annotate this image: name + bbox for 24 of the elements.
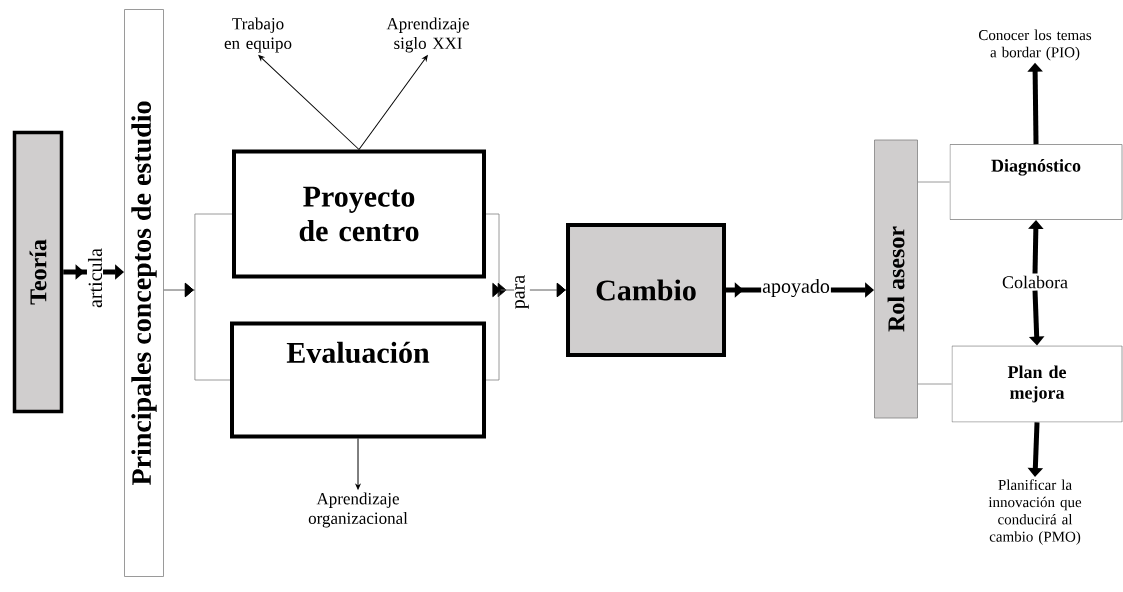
arrow <box>355 438 361 490</box>
note-text: Trabajo en equipo <box>224 17 292 53</box>
note-text: Conocer los temas a bordar (PIO) <box>978 29 1092 61</box>
arrow <box>258 55 360 150</box>
edge-label: articula <box>86 247 104 309</box>
rotated-box: Rol asesor <box>874 139 918 419</box>
process-box: Plan de mejora <box>951 345 1123 423</box>
process-box: Proyecto de centro <box>232 149 486 279</box>
process-box: Diagnóstico <box>949 144 1123 220</box>
connector-line <box>917 181 950 183</box>
note-text: Colabora <box>1002 275 1068 289</box>
connector-line <box>917 383 952 385</box>
process-box: Evaluación <box>230 321 486 439</box>
note-text: Aprendizaje siglo XXI <box>386 17 469 53</box>
edge-label: para <box>514 273 530 311</box>
process-box: Cambio <box>566 223 726 357</box>
arrow <box>358 55 428 150</box>
note-text: Aprendizaje organizacional <box>308 492 408 528</box>
rotated-box: Teoría <box>12 130 64 414</box>
rotated-box: Principales conceptos de estudio <box>124 9 164 577</box>
arrow <box>163 282 231 381</box>
arrow <box>485 282 567 381</box>
note-text: Planificar la innovación que conducirá al cambio (PMO) <box>988 479 1082 545</box>
edge-label: apoyado <box>761 277 831 299</box>
